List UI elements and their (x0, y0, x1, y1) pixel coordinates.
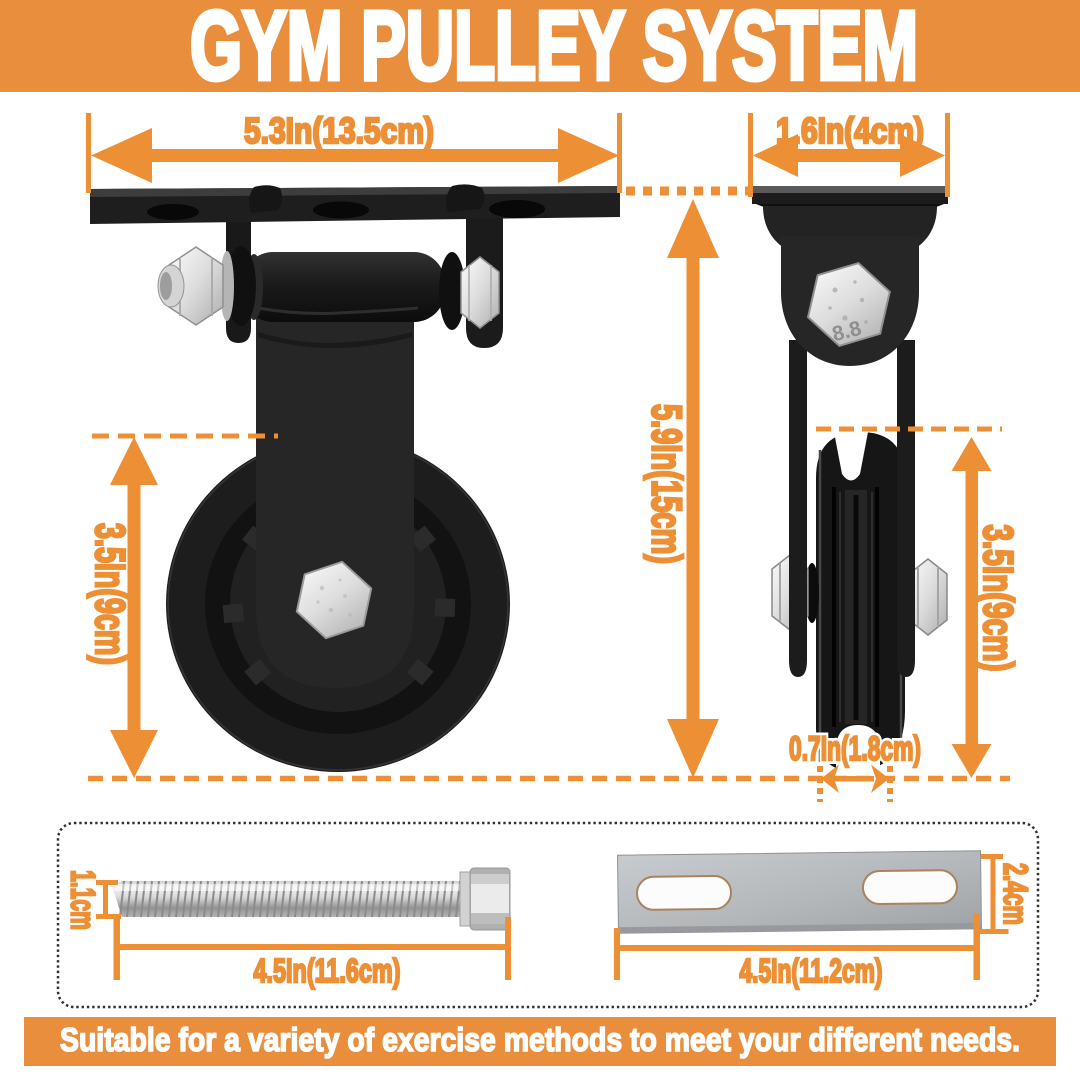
svg-text:0.7In(1.8cm): 0.7In(1.8cm) (789, 730, 921, 768)
svg-text:1.1cm: 1.1cm (64, 870, 102, 930)
svg-text:5.3In(13.5cm): 5.3In(13.5cm) (244, 110, 434, 151)
svg-text:5.9In(15cm): 5.9In(15cm) (644, 404, 691, 564)
svg-text:4.5In(11.6cm): 4.5In(11.6cm) (254, 952, 401, 989)
svg-text:4.5In(11.2cm): 4.5In(11.2cm) (740, 952, 883, 989)
svg-text:GYM PULLEY SYSTEM: GYM PULLEY SYSTEM (190, 0, 918, 100)
svg-text:2.4cm: 2.4cm (996, 863, 1034, 925)
svg-text:Suitable for a variety of exer: Suitable for a variety of exercise metho… (60, 1021, 1020, 1058)
svg-text:3.5In(9cm): 3.5In(9cm) (87, 523, 134, 665)
svg-text:0.7In(1.8cm): 0.7In(1.8cm) (789, 730, 921, 768)
svg-text:3.5In(9cm): 3.5In(9cm) (975, 525, 1022, 672)
